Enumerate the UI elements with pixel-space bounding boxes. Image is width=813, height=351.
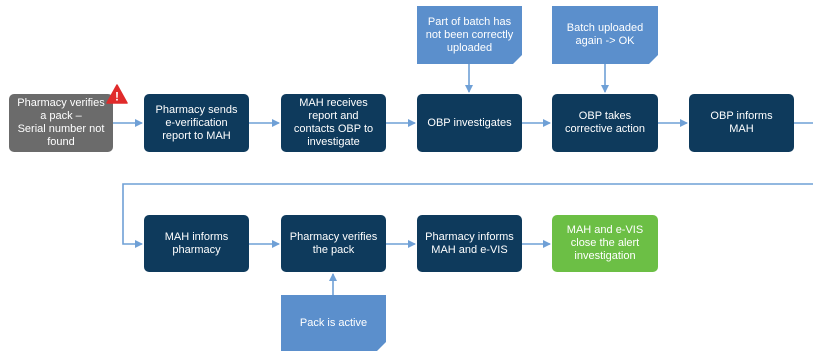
warning-triangle-icon: !: [106, 84, 128, 104]
step-pharmacy-verifies: Pharmacy verifies a pack – Serial number…: [9, 94, 113, 152]
note-batch-reuploaded: Batch uploaded again -> OK: [552, 6, 658, 64]
step-pharmacy-verifies-pack: Pharmacy verifies the pack: [281, 215, 386, 272]
step-obp-informs-mah: OBP informs MAH: [689, 94, 794, 152]
step-close-alert: MAH and e-VIS close the alert investigat…: [552, 215, 658, 272]
connector-wrap-arrow: [122, 183, 813, 248]
step-obp-corrective-action: OBP takes corrective action: [552, 94, 658, 152]
step-obp-investigates: OBP investigates: [417, 94, 522, 152]
warning-symbol: !: [115, 90, 119, 104]
step-pharmacy-informs: Pharmacy informs MAH and e-VIS: [417, 215, 522, 272]
step-mah-receives: MAH receives report and contacts OBP to …: [281, 94, 386, 152]
note-batch-not-uploaded: Part of batch has not been correctly upl…: [417, 6, 522, 64]
note-pack-active: Pack is active: [281, 295, 386, 351]
step-pharmacy-sends: Pharmacy sends e-verification report to …: [144, 94, 249, 152]
step-mah-informs-pharmacy: MAH informs pharmacy: [144, 215, 249, 272]
